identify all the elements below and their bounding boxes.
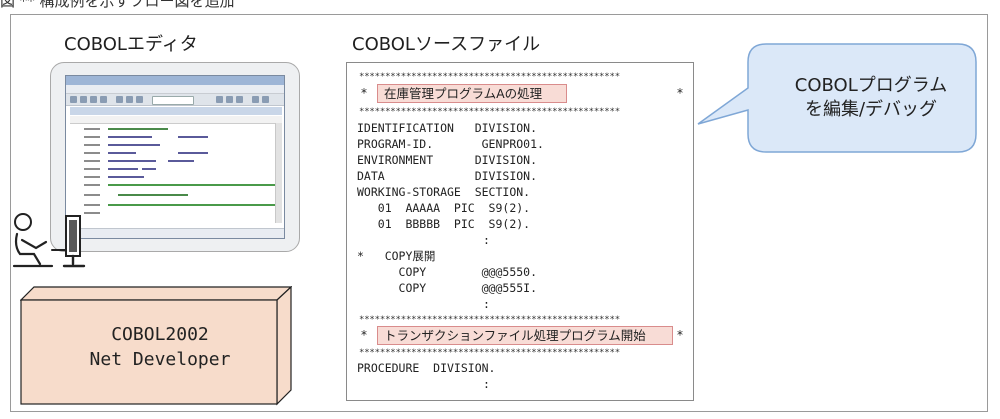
code-line-copy-1: COPY @@@5550.: [357, 265, 538, 279]
code-line-data: DATA DIVISION.: [357, 169, 538, 183]
product-box-label-area: COBOL2002 Net Developer: [20, 286, 292, 406]
callout-text: COBOLプログラム を編集/デバッグ: [776, 74, 966, 122]
editor-title-bar: [66, 76, 284, 85]
source-heading: COBOLソースファイル: [352, 34, 541, 55]
toolbar-button-icon: [216, 96, 223, 103]
callout-bubble: [697, 43, 977, 153]
toolbar-combo: [152, 96, 194, 105]
product-name-line1: COBOL2002: [111, 324, 209, 345]
toolbar-button-icon: [100, 96, 107, 103]
comment-star: *: [677, 328, 683, 342]
callout-line2: を編集/デバッグ: [804, 99, 938, 120]
code-line-copy-2: COPY @@@555I.: [357, 281, 538, 295]
callout-line1: COBOLプログラム: [794, 75, 948, 96]
editor-toolbar: [66, 94, 284, 106]
editor-document-tab: [70, 107, 282, 115]
comment-box-inventory: 在庫管理プログラムAの処理: [377, 84, 567, 103]
comment-star: *: [361, 86, 367, 100]
toolbar-button-icon: [80, 96, 87, 103]
code-ellipsis: :: [483, 297, 490, 311]
code-line-identification: IDENTIFICATION DIVISION.: [357, 121, 538, 135]
code-line-field-b: 01 BBBBB PIC S9(2).: [357, 217, 531, 231]
toolbar-button-icon: [226, 96, 233, 103]
comment-star-row: ****************************************…: [359, 107, 620, 117]
code-line-environment: ENVIRONMENT DIVISION.: [357, 153, 538, 167]
product-name-line2: Net Developer: [89, 349, 231, 370]
toolbar-button-icon: [90, 96, 97, 103]
code-ellipsis: :: [483, 377, 490, 391]
toolbar-button-icon: [116, 96, 123, 103]
top-caption-clip: 図 ** 構成例を示すフロー図を追加: [0, 0, 480, 8]
editor-screenshot-frame: [50, 62, 300, 252]
toolbar-button-icon: [236, 96, 243, 103]
editor-screenshot: [65, 75, 285, 239]
toolbar-button-icon: [262, 96, 269, 103]
toolbar-button-icon: [126, 96, 133, 103]
comment-star-row: ****************************************…: [359, 315, 620, 325]
product-name: COBOL2002 Net Developer: [40, 322, 280, 372]
comment-star: *: [677, 86, 683, 100]
comment-star: *: [361, 328, 367, 342]
code-line-procedure: PROCEDURE DIVISION.: [357, 361, 496, 375]
comment-star-row: ****************************************…: [359, 72, 620, 82]
code-line-copy-header: * COPY展開: [357, 249, 436, 263]
diagram-frame: [10, 14, 988, 412]
toolbar-button-icon: [252, 96, 259, 103]
editor-scrollbar: [275, 123, 282, 223]
editor-ruler: [70, 116, 282, 124]
code-line-working-storage: WORKING-STORAGE SECTION.: [357, 185, 531, 199]
editor-status-bar: [66, 228, 284, 238]
editor-menu-bar: [66, 85, 284, 94]
toolbar-button-icon: [136, 96, 143, 103]
code-line-program-id: PROGRAM-ID. GENPRO01.: [357, 137, 544, 151]
comment-star-row: ****************************************…: [359, 348, 620, 358]
editor-code-area: [70, 124, 278, 224]
product-box: [20, 286, 292, 406]
source-file-panel: ****************************************…: [346, 62, 694, 401]
code-ellipsis: :: [483, 233, 490, 247]
code-line-field-a: 01 AAAAA PIC S9(2).: [357, 201, 531, 215]
callout-text-area: COBOLプログラム を編集/デバッグ: [696, 42, 978, 154]
top-caption: 図 ** 構成例を示すフロー図を追加: [0, 0, 480, 8]
editor-heading: COBOLエディタ: [64, 34, 198, 55]
toolbar-button-icon: [70, 96, 77, 103]
comment-box-transaction: トランザクションファイル処理プログラム開始: [377, 326, 673, 345]
user-at-computer-icon: [12, 213, 86, 268]
